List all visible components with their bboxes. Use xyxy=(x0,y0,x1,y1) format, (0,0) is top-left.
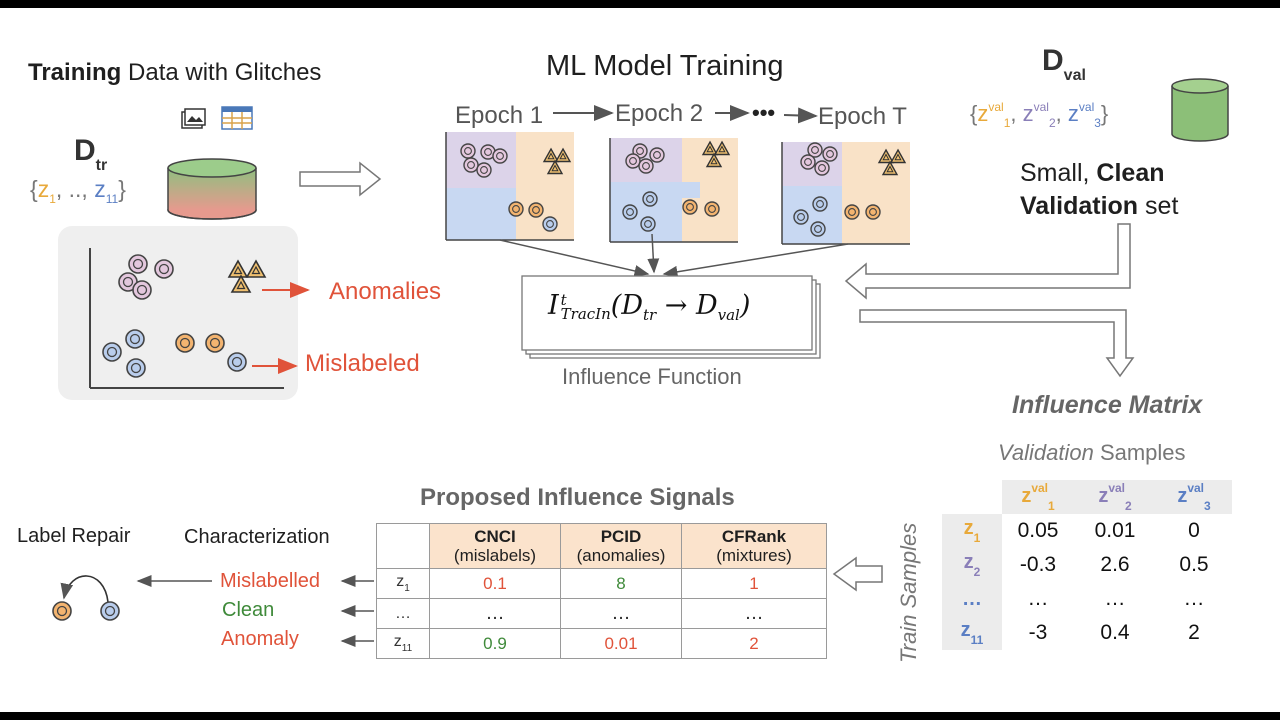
training-database-icon xyxy=(167,158,257,220)
validation-dataset-label: Dval xyxy=(1042,44,1086,84)
train-samples-header: Train Samples xyxy=(896,522,921,663)
matrix-row: z2 -0.3 2.6 0.5 xyxy=(942,548,1232,582)
arrow-epoch2-to-influence xyxy=(647,233,660,274)
matrix-col-z1: zval1 xyxy=(1002,480,1074,514)
signals-cell: 0.01 xyxy=(560,628,682,659)
matrix-cell: -0.3 xyxy=(1019,553,1057,576)
signals-cell: … xyxy=(429,598,561,629)
signals-row: z1 0.1 8 1 xyxy=(376,568,827,599)
matrix-row: z11 -3 0.4 2 xyxy=(942,616,1232,650)
validation-database-icon xyxy=(1171,78,1229,142)
influence-function-box xyxy=(521,275,821,359)
signals-cell: … xyxy=(560,598,682,629)
matrix-cell: 0.01 xyxy=(1094,519,1136,542)
training-data-title: Training Data with Glitches xyxy=(28,59,322,86)
epoch-2-label: Epoch 2 xyxy=(615,100,704,127)
label-repair-title: Label Repair xyxy=(17,525,131,547)
signals-table: CNCI(mislabels) PCID(anomalies) CFRank(m… xyxy=(376,523,827,659)
signals-cell: 8 xyxy=(560,568,682,599)
mislabelled-label: Mislabelled xyxy=(220,570,321,592)
validation-description-line2: Validation set xyxy=(1020,192,1179,220)
signals-col-cnci: CNCI(mislabels) xyxy=(429,523,561,569)
epoch-ellipsis: ••• xyxy=(752,100,776,125)
label-repair-icon xyxy=(52,575,120,621)
mislabeled-label: Mislabeled xyxy=(305,350,420,377)
diagram-canvas: Training Data with Glitches Dtr {z1, ..,… xyxy=(0,8,1280,712)
signals-cell: 0.1 xyxy=(429,568,561,599)
matrix-cell: -3 xyxy=(1028,621,1048,644)
matrix-cell: 0.5 xyxy=(1179,553,1209,576)
hollow-arrow-training-to-model xyxy=(299,161,382,197)
matrix-cell: 0.4 xyxy=(1100,621,1130,644)
matrix-cell: … xyxy=(1027,587,1049,610)
matrix-row-z11: z11 xyxy=(942,616,1002,650)
anomaly-label: Anomaly xyxy=(221,628,299,650)
hollow-arrow-validation-to-influence xyxy=(844,223,1131,300)
signals-row-z1: z1 xyxy=(376,568,430,599)
matrix-cell: 2.6 xyxy=(1100,553,1130,576)
influence-matrix-title: Influence Matrix xyxy=(1012,391,1203,419)
clean-label: Clean xyxy=(222,599,275,621)
arrow-epoch1-to-influence xyxy=(499,239,650,277)
epoch-arrow-3 xyxy=(783,107,818,124)
signals-col-cfrank: CFRank(mixtures) xyxy=(681,523,827,569)
influence-function-label: Influence Function xyxy=(562,364,742,389)
hollow-arrow-matrix-to-signals xyxy=(832,556,883,592)
signals-cell: … xyxy=(681,598,827,629)
validation-samples-header: Validation Samples xyxy=(998,440,1186,465)
matrix-row-ellipsis: … xyxy=(942,582,1002,616)
matrix-row: z1 0.05 0.01 0 xyxy=(942,514,1232,548)
matrix-col-z3: zval3 xyxy=(1156,480,1232,514)
signals-col-pcid: PCID(anomalies) xyxy=(560,523,682,569)
image-table-icon xyxy=(181,106,253,130)
signals-row: … … … … xyxy=(376,598,827,629)
signals-row-z11: z11 xyxy=(376,628,430,659)
matrix-cell: … xyxy=(1183,587,1205,610)
matrix-row: … … … … xyxy=(942,582,1232,616)
signals-row: z11 0.9 0.01 2 xyxy=(376,628,827,659)
matrix-cell: … xyxy=(1104,587,1126,610)
matrix-col-z2: zval2 xyxy=(1074,480,1156,514)
training-scatter-panel xyxy=(58,226,298,400)
matrix-cell: 2 xyxy=(1188,621,1200,644)
epoch-1-label: Epoch 1 xyxy=(455,102,544,129)
diagram-graphics xyxy=(52,78,1229,647)
signals-title: Proposed Influence Signals xyxy=(420,484,735,511)
validation-dataset-set: {zval1, zval2, zval3} xyxy=(970,100,1109,130)
signals-cell: 2 xyxy=(681,628,827,659)
matrix-row-z1: z1 xyxy=(942,514,1002,548)
training-dataset-label: Dtr xyxy=(74,134,108,174)
signals-cell: 1 xyxy=(681,568,827,599)
characterization-title: Characterization xyxy=(184,526,330,548)
epoch-2-panel xyxy=(609,138,738,243)
epoch-t-label: Epoch T xyxy=(818,103,907,130)
anomalies-label: Anomalies xyxy=(329,278,442,305)
epoch-t-panel xyxy=(781,142,910,245)
ml-model-training-title: ML Model Training xyxy=(546,50,784,82)
influence-matrix-table: zval1 zval2 zval3 z1 0.05 0.01 0 z2 -0.3… xyxy=(942,480,1232,650)
arrow-epocht-to-influence xyxy=(662,243,849,278)
matrix-cell: 0.05 xyxy=(1017,519,1059,542)
hollow-arrow-influence-to-matrix xyxy=(859,309,1135,378)
signals-cell: 0.9 xyxy=(429,628,561,659)
signals-corner-cell xyxy=(376,523,430,569)
matrix-row-z2: z2 xyxy=(942,548,1002,582)
training-dataset-set: {z1, .., z11} xyxy=(30,176,126,206)
matrix-cell: 0 xyxy=(1188,519,1200,542)
epoch-1-panel xyxy=(445,132,574,241)
signals-row-ellipsis: … xyxy=(376,598,430,629)
validation-description-line1: Small, Clean xyxy=(1020,159,1165,187)
